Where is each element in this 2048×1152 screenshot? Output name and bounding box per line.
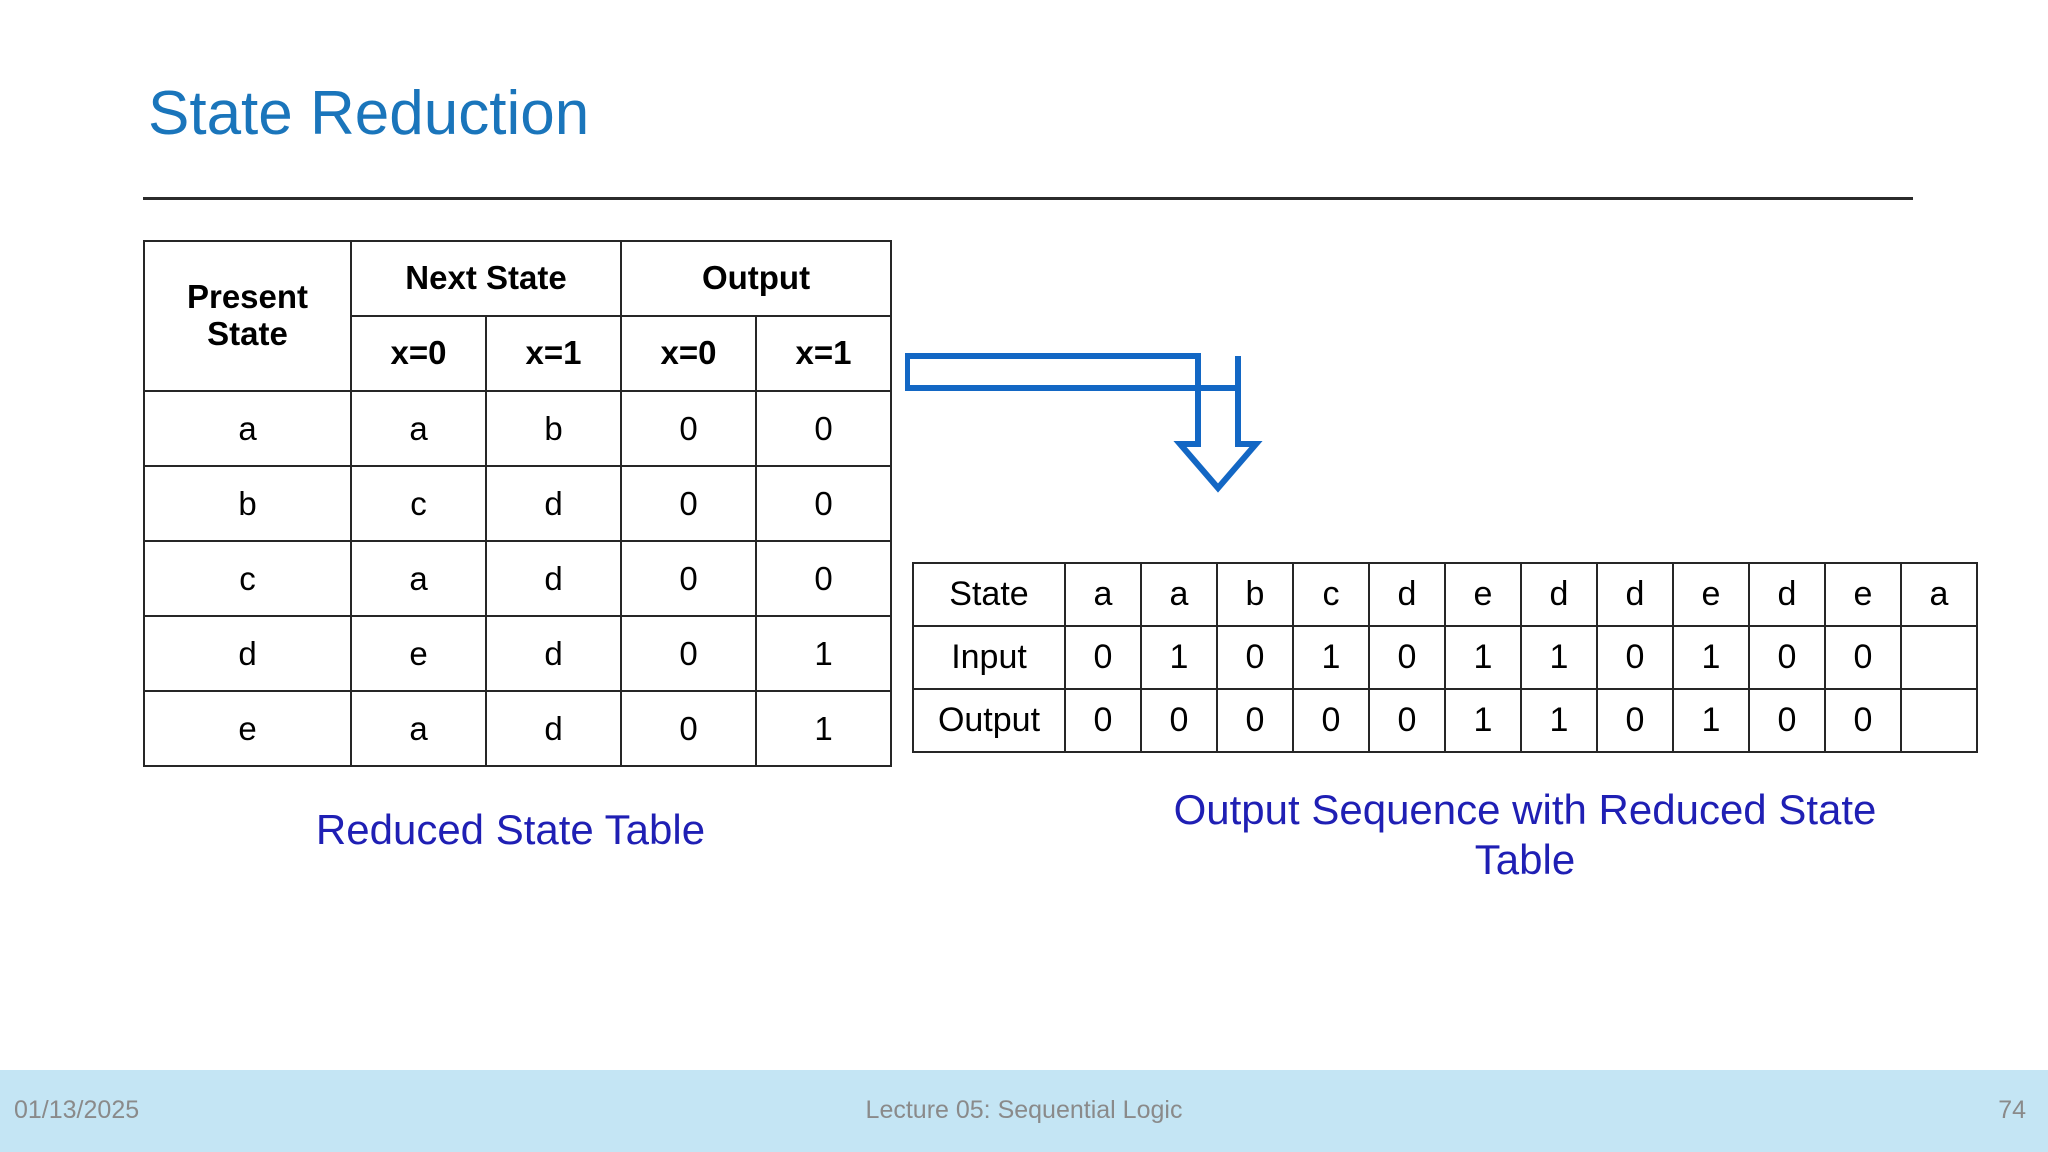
sequence-state-cell: e	[1444, 562, 1522, 627]
sequence-state-cell: e	[1824, 562, 1902, 627]
table-row: c a d 0 0	[143, 540, 892, 617]
sequence-input-cell: 1	[1520, 625, 1598, 690]
header-output-x0: x=0	[620, 315, 757, 392]
header-next-x0: x=0	[350, 315, 487, 392]
sequence-output-cell: 0	[1292, 688, 1370, 753]
sequence-output-cell: 1	[1444, 688, 1522, 753]
sequence-input-cell: 1	[1444, 625, 1522, 690]
cell-output-x1: 0	[755, 390, 892, 467]
sequence-input-cell: 1	[1140, 625, 1218, 690]
footer-date: 01/13/2025	[14, 1096, 140, 1124]
sequence-input-cell	[1900, 625, 1978, 690]
footer-lecture-title: Lecture 05: Sequential Logic	[865, 1096, 1183, 1124]
reduced-state-table: Present State Next State Output x=0 x=1 …	[143, 240, 892, 767]
sequence-state-cell: d	[1520, 562, 1598, 627]
table-row: b c d 0 0	[143, 465, 892, 542]
cell-output-x1: 1	[755, 690, 892, 767]
title-divider	[143, 197, 1913, 200]
cell-next-x1: d	[485, 615, 622, 692]
sequence-output-cell: 0	[1216, 688, 1294, 753]
table-header-row-sub: x=0 x=1 x=0 x=1	[144, 315, 892, 392]
sequence-state-cell: d	[1596, 562, 1674, 627]
reduced-state-table-caption: Reduced State Table	[315, 806, 706, 853]
cell-present-state: d	[143, 615, 352, 692]
sequence-output-cell: 0	[1748, 688, 1826, 753]
cell-output-x0: 0	[620, 465, 757, 542]
sequence-state-cell: d	[1368, 562, 1446, 627]
sequence-output-cell: 0	[1140, 688, 1218, 753]
sequence-state-cell: a	[1900, 562, 1978, 627]
cell-output-x1: 0	[755, 465, 892, 542]
sequence-output-cell: 0	[1596, 688, 1674, 753]
cell-next-x0: a	[350, 690, 487, 767]
sequence-output-cell	[1900, 688, 1978, 753]
row-label-state: State	[912, 562, 1066, 627]
cell-next-x0: e	[350, 615, 487, 692]
sequence-input-cell: 1	[1292, 625, 1370, 690]
sequence-input-cell: 0	[1748, 625, 1826, 690]
cell-output-x0: 0	[620, 615, 757, 692]
sequence-output-cell: 0	[1368, 688, 1446, 753]
sequence-input-cell: 1	[1672, 625, 1750, 690]
cell-next-x1: b	[485, 390, 622, 467]
cell-present-state: e	[143, 690, 352, 767]
sequence-state-cell: e	[1672, 562, 1750, 627]
header-next-state: Next State	[350, 240, 622, 317]
cell-next-x1: d	[485, 465, 622, 542]
sequence-state-cell: a	[1064, 562, 1142, 627]
cell-output-x1: 0	[755, 540, 892, 617]
cell-present-state: b	[143, 465, 352, 542]
cell-next-x1: d	[485, 690, 622, 767]
cell-present-state: a	[143, 390, 352, 467]
sequence-output-cell: 0	[1064, 688, 1142, 753]
sequence-input-cell: 0	[1596, 625, 1674, 690]
sequence-state-cell: b	[1216, 562, 1294, 627]
header-output: Output	[620, 240, 892, 317]
cell-next-x0: a	[350, 540, 487, 617]
sequence-state-cell: d	[1748, 562, 1826, 627]
elbow-arrow-icon	[905, 353, 1263, 493]
output-sequence-caption: Output Sequence with Reduced State Table	[1173, 786, 1877, 883]
header-output-x1: x=1	[755, 315, 892, 392]
sequence-state-cell: c	[1292, 562, 1370, 627]
cell-output-x0: 0	[620, 390, 757, 467]
sequence-input-cell: 0	[1368, 625, 1446, 690]
sequence-output-cell: 1	[1672, 688, 1750, 753]
cell-next-x0: a	[350, 390, 487, 467]
sequence-input-cell: 0	[1824, 625, 1902, 690]
row-label-input: Input	[912, 625, 1066, 690]
cell-next-x1: d	[485, 540, 622, 617]
cell-present-state: c	[143, 540, 352, 617]
table-header-row-group: Present State Next State Output	[143, 240, 892, 392]
header-present-state: Present State	[143, 240, 352, 392]
cell-output-x1: 1	[755, 615, 892, 692]
sequence-row-state: State a a b c d e d d e d e a	[912, 562, 1978, 627]
sequence-input-cell: 0	[1216, 625, 1294, 690]
sequence-state-cell: a	[1140, 562, 1218, 627]
sequence-input-cell: 0	[1064, 625, 1142, 690]
cell-output-x0: 0	[620, 540, 757, 617]
header-next-x1: x=1	[485, 315, 622, 392]
sequence-row-output: Output 0 0 0 0 0 1 1 0 1 0 0	[912, 688, 1978, 753]
footer-bar: 01/13/2025 Lecture 05: Sequential Logic …	[0, 1070, 2048, 1152]
cell-next-x0: c	[350, 465, 487, 542]
row-label-output: Output	[912, 688, 1066, 753]
table-row: e a d 0 1	[143, 690, 892, 767]
sequence-output-cell: 1	[1520, 688, 1598, 753]
table-row: a a b 0 0	[143, 390, 892, 467]
page-title: State Reduction	[148, 79, 590, 148]
cell-output-x0: 0	[620, 690, 757, 767]
output-sequence-table: State a a b c d e d d e d e a Input 0 1 …	[912, 562, 1978, 753]
sequence-row-input: Input 0 1 0 1 0 1 1 0 1 0 0	[912, 625, 1978, 690]
footer-page-number: 74	[1998, 1096, 2026, 1124]
sequence-output-cell: 0	[1824, 688, 1902, 753]
table-row: d e d 0 1	[143, 615, 892, 692]
